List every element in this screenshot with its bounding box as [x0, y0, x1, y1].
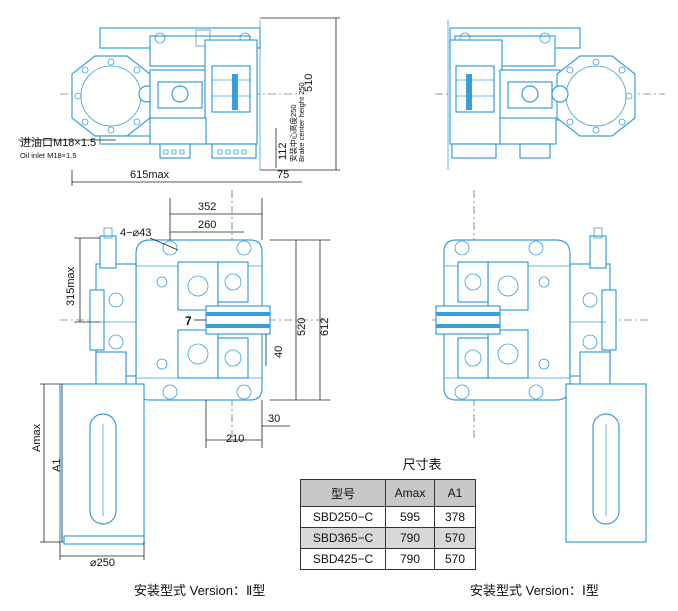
top-dimensions: 510 112 安装中心高度250 Brake center height 25… [18, 17, 340, 186]
dim-30: 30 [268, 413, 280, 425]
dim-612: 612 [319, 318, 331, 336]
dim-260: 260 [198, 219, 216, 231]
dim-40: 40 [273, 346, 285, 358]
oil-inlet-label-en: Oil inlet M18×1.5 [20, 151, 77, 160]
dim-615max: 615max [130, 169, 170, 181]
front-view-right [432, 190, 650, 543]
cell-model: SBD365−C [300, 527, 386, 549]
cell-model: SBD250−C [300, 506, 386, 528]
header-model: 型号 [300, 479, 386, 507]
side-view-right [435, 20, 665, 170]
table-row: SBD365−C 790 570 [300, 527, 476, 549]
cell-amax: 790 [385, 527, 435, 549]
header-a1: A1 [434, 479, 476, 507]
header-amax: Amax [385, 479, 435, 507]
dim-520: 520 [296, 318, 308, 336]
table-row: SBD425−C 790 570 [300, 548, 476, 570]
dim-315max: 315max [65, 266, 77, 306]
caption-version-2: 安装型式 Version：Ⅱ型 [134, 583, 266, 598]
dim-250: ⌀250 [90, 557, 115, 569]
dim-amax: Amax [31, 423, 43, 452]
dim-holes: 4−⌀43 [120, 227, 151, 239]
dim-7: 7 [185, 314, 192, 328]
dim-210: 210 [226, 433, 244, 445]
dim-75: 75 [277, 169, 289, 181]
size-table-title: 尺寸表 [402, 457, 442, 472]
cell-model: SBD425−C [300, 548, 386, 570]
dim-510: 510 [303, 74, 315, 92]
cell-a1: 570 [434, 527, 476, 549]
dim-a1: A1 [51, 459, 63, 472]
cell-a1: 570 [434, 548, 476, 570]
dim-112: 112 [277, 142, 289, 160]
center-height-label-en: Brake center height 250 [297, 82, 306, 162]
side-view-left [60, 20, 300, 170]
front-dimensions: 352 260 4−⌀43 315max 7 520 612 40 210 30… [31, 198, 331, 569]
table-row: SBD250−C 595 378 [300, 506, 476, 528]
front-view-left [59, 190, 330, 545]
size-table: 型号 Amax A1 SBD250−C 595 378 SBD365−C 790… [300, 479, 476, 570]
caption-version-1: 安装型式 Version：Ⅰ型 [470, 583, 599, 598]
cell-a1: 378 [434, 506, 476, 528]
cell-amax: 790 [385, 548, 435, 570]
cell-amax: 595 [385, 506, 435, 528]
dim-352: 352 [198, 201, 216, 213]
center-height-label-cn: 安装中心高度250 [288, 104, 298, 162]
oil-inlet-label-cn: 进油口M18×1.5 [20, 135, 96, 149]
size-table-header-row: 型号 Amax A1 [300, 479, 476, 507]
